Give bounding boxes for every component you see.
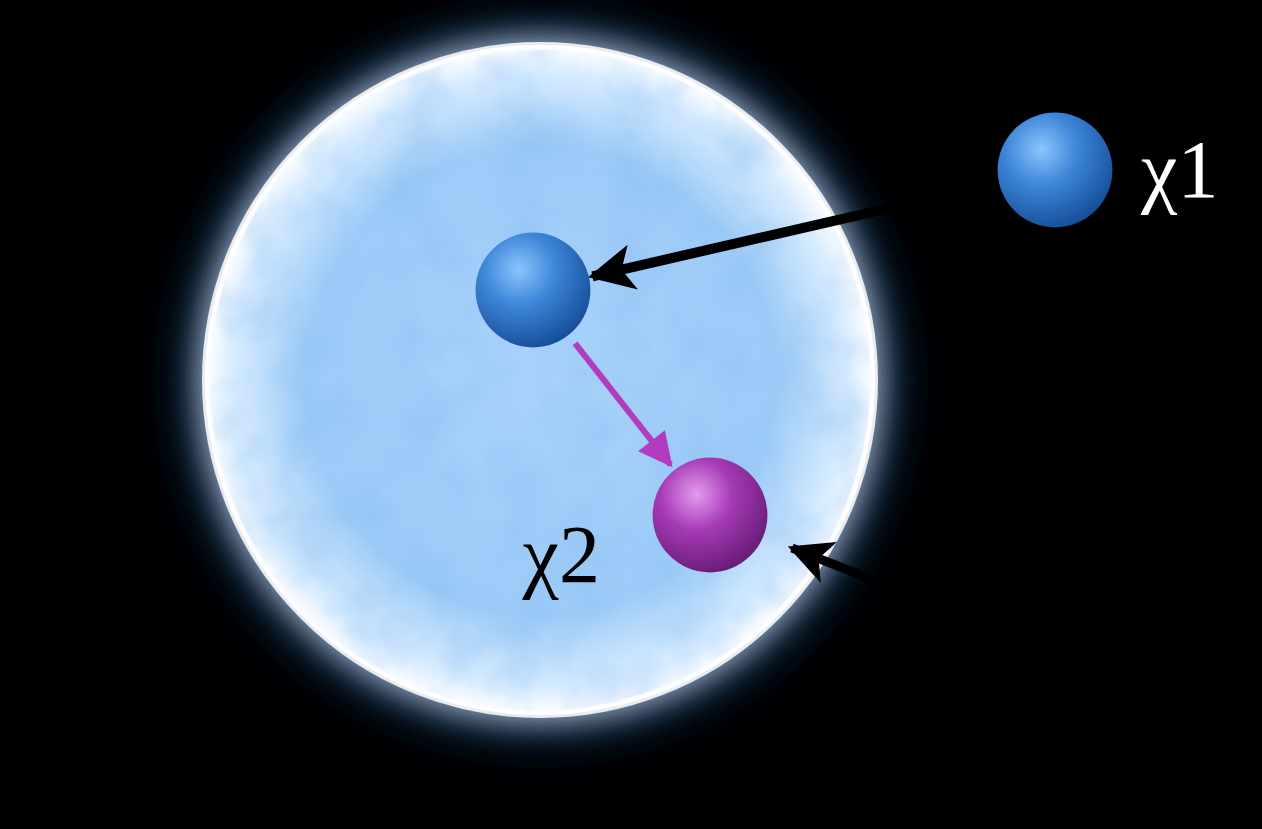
- arrow-connector: [575, 343, 670, 464]
- sphere-shape: [475, 232, 591, 348]
- particle-label: χ2: [523, 514, 600, 596]
- sphere-shape: [997, 112, 1113, 228]
- arrow-connector: [592, 179, 1018, 277]
- sphere-shape: [652, 457, 768, 573]
- particle-sphere: χ2: [652, 457, 768, 573]
- particle-label: χ1: [1141, 129, 1218, 211]
- particle-sphere: χ1: [997, 112, 1113, 228]
- particle-sphere: [475, 232, 591, 348]
